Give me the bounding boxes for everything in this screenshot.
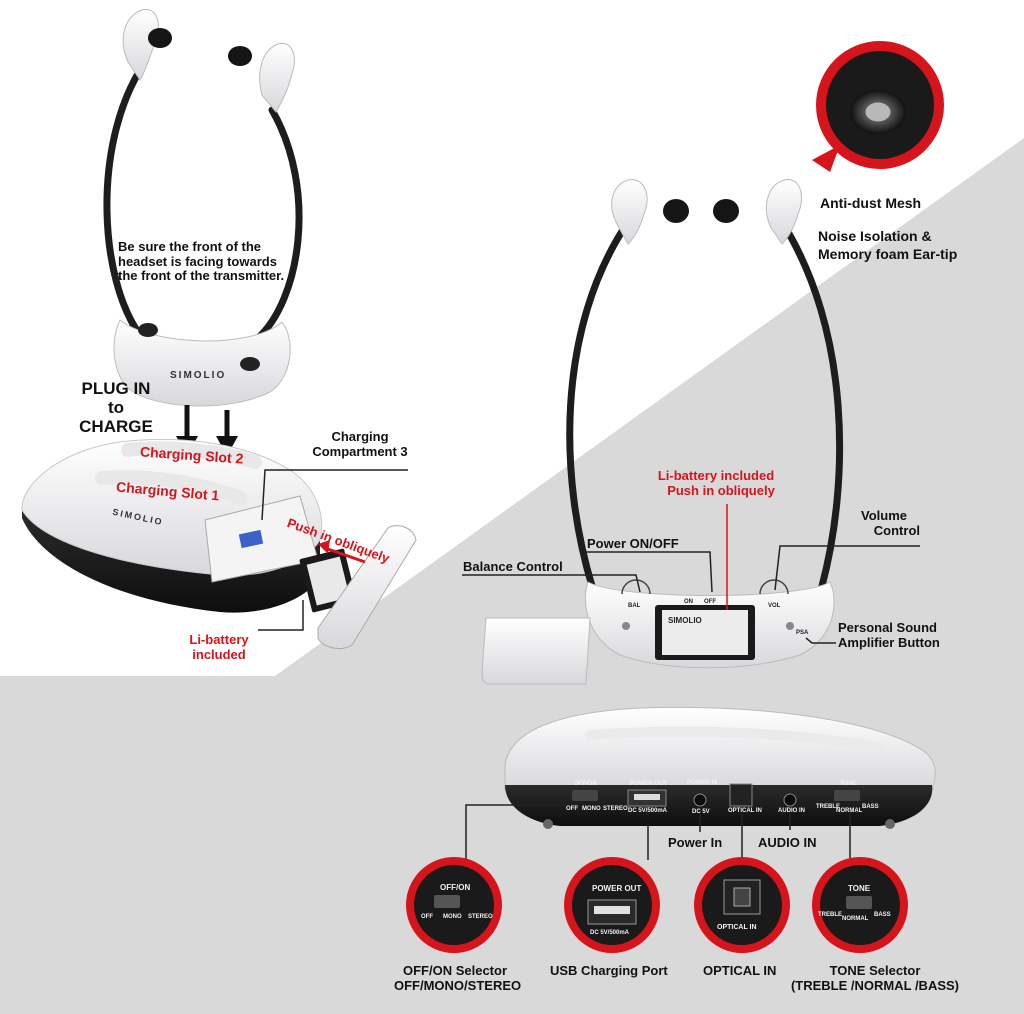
zoom-circle-tone <box>812 857 908 953</box>
zoom-normal: NORMAL <box>842 916 869 922</box>
zoom-power-out-title: POWER OUT <box>592 884 642 893</box>
optical-in-caption: OPTICAL IN <box>703 963 777 978</box>
battery-cover <box>481 617 591 685</box>
port-mono: MONO <box>582 806 601 812</box>
headset-brand-logo: SIMOLIO <box>170 370 227 381</box>
plug-in-to-charge-label: PLUG IN to CHARGE <box>79 379 153 437</box>
zoom-off-on-title: OFF/ON <box>440 883 471 892</box>
headset-psa-mark: PSA <box>796 630 809 636</box>
power-on-off-label: Power ON/OFF <box>587 536 679 551</box>
port-optical-in: OPTICAL IN <box>728 808 762 814</box>
port-off: OFF <box>566 806 578 812</box>
headset-off-mark: OFF <box>704 599 716 605</box>
noise-isolation-label: Noise Isolation & Memory foam Ear-tip <box>818 228 958 262</box>
balance-control-label: Balance Control <box>463 559 563 574</box>
zoom-treble: TREBLE <box>818 912 842 918</box>
right-headset <box>566 179 844 669</box>
port-tone: TONE <box>840 781 857 787</box>
port-treble: TREBLE <box>816 804 840 810</box>
audio-in-label: AUDIO IN <box>758 835 817 850</box>
headset-vol-mark: VOL <box>768 603 781 609</box>
port-power-out: POWER OUT <box>630 781 667 787</box>
zoom-bass: BASS <box>874 912 891 918</box>
power-in-label: Power In <box>668 835 723 850</box>
transmitter-back <box>504 706 936 829</box>
li-battery-included-left: Li-battery included <box>189 632 249 662</box>
anti-dust-mesh-zoom <box>812 41 944 172</box>
back-leader-lines <box>465 804 851 870</box>
left-headset <box>103 8 303 407</box>
zoom-tone-title: TONE <box>848 884 871 893</box>
zoom-mono: MONO <box>443 914 462 920</box>
port-audio-in: AUDIO IN <box>778 808 805 814</box>
port-power-in: POWER IN <box>687 780 718 786</box>
volume-control-label: Volume Control <box>861 508 920 538</box>
zoom-circle-usb <box>564 857 660 953</box>
anti-dust-mesh-label: Anti-dust Mesh <box>820 195 922 211</box>
zoom-off: OFF <box>421 914 433 920</box>
left-leader-lines <box>258 469 408 631</box>
port-dc-5v-500ma: DC 5V/500mA <box>628 808 668 814</box>
tone-selector-caption: TONE Selector (TREBLE /NORMAL /BASS) <box>790 963 960 993</box>
port-bass: BASS <box>862 804 879 810</box>
zoom-stereo: STEREO <box>468 914 493 920</box>
port-off-on: OFF/ON <box>574 781 597 787</box>
port-stereo: STEREO <box>603 806 628 812</box>
zoom-usb-spec: DC 5V/500mA <box>590 930 630 936</box>
right-leader-lines <box>462 504 920 644</box>
zoom-circle-optical <box>694 857 790 953</box>
zoom-optical-title: OPTICAL IN <box>717 924 757 931</box>
headset-battery-brand: SIMOLIO <box>668 616 702 625</box>
zoom-circle-off-on <box>406 857 502 953</box>
li-battery-included-right: Li-battery included Push in obliquely <box>657 468 775 498</box>
headset-on-mark: ON <box>684 599 693 605</box>
usb-charging-port-caption: USB Charging Port <box>550 963 668 978</box>
off-on-selector-caption: OFF/ON Selector OFF/MONO/STEREO <box>394 963 522 993</box>
port-dc-in: DC 5V <box>692 809 710 815</box>
orientation-note: Be sure the front of the headset is faci… <box>118 239 285 284</box>
personal-sound-amplifier-label: Personal Sound Amplifier Button <box>838 620 940 650</box>
left-transmitter <box>21 438 417 649</box>
port-normal: NORMAL <box>836 808 863 814</box>
headset-bal-mark: BAL <box>628 603 641 609</box>
charging-compartment-label: Charging Compartment 3 <box>312 429 408 459</box>
